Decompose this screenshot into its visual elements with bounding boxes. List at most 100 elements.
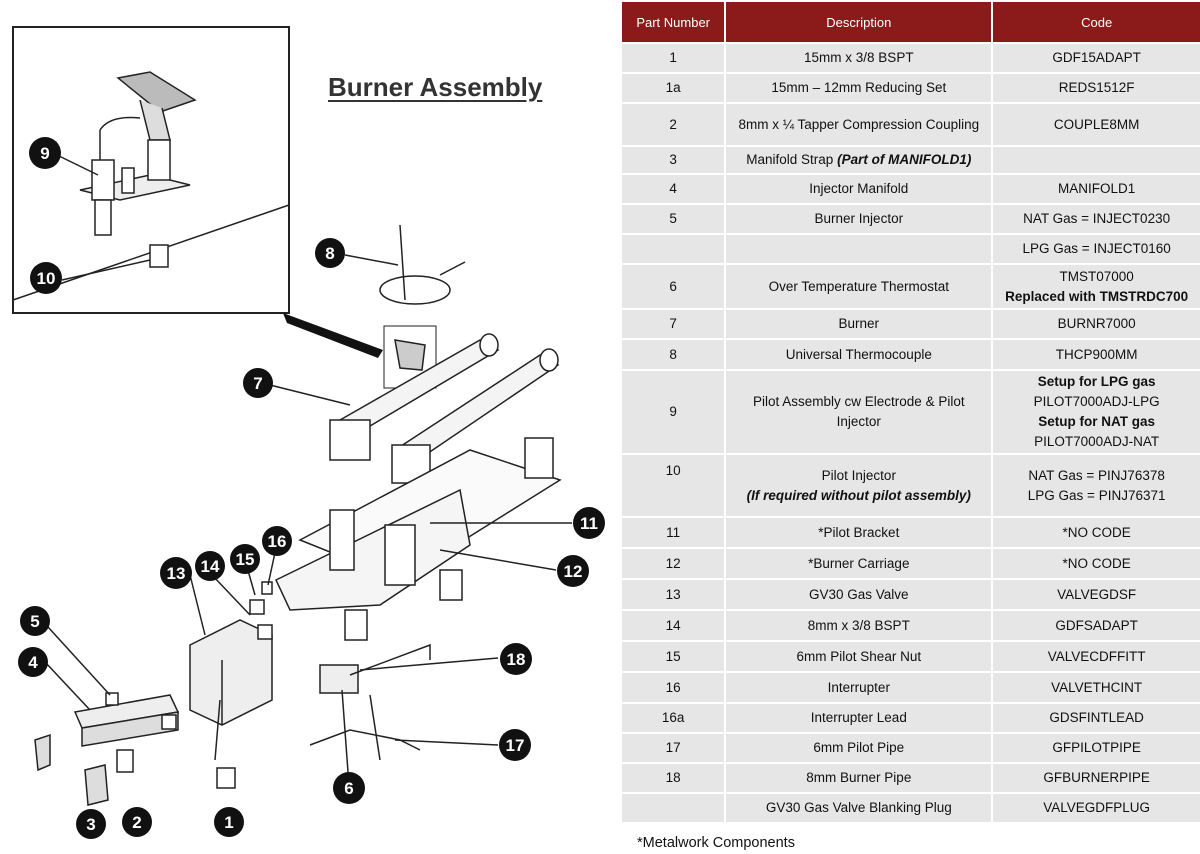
svg-text:1: 1 bbox=[224, 813, 233, 832]
table-header-row: Part Number Description Code bbox=[622, 2, 1200, 42]
cell-code: COUPLE8MM bbox=[993, 104, 1200, 145]
cell-part: 3 bbox=[622, 147, 725, 173]
cell-code: GDSFINTLEAD bbox=[993, 704, 1200, 732]
cell-desc: Universal Thermocouple bbox=[726, 340, 992, 369]
cell-code: GFPILOTPIPE bbox=[993, 734, 1200, 762]
cell-part: 11 bbox=[622, 518, 725, 547]
cell-desc: 6mm Pilot Shear Nut bbox=[726, 642, 992, 671]
parts-table: Part Number Description Code 1 15mm x 3/… bbox=[620, 0, 1200, 824]
table-row: 3 Manifold Strap (Part of MANIFOLD1) bbox=[622, 147, 1200, 173]
cell-part: 5 bbox=[622, 205, 725, 233]
code-text: TMST07000 bbox=[1059, 268, 1134, 284]
cell-part: 14 bbox=[622, 611, 725, 640]
table-row: 7 Burner BURNR7000 bbox=[622, 310, 1200, 338]
cell-desc: Burner Injector bbox=[726, 205, 992, 233]
cell-desc: 6mm Pilot Pipe bbox=[726, 734, 992, 762]
code-line: LPG Gas = PINJ76371 bbox=[1027, 487, 1166, 503]
callout-5: 5 bbox=[20, 606, 50, 636]
svg-text:13: 13 bbox=[167, 564, 186, 583]
cell-part: 12 bbox=[622, 549, 725, 578]
svg-text:17: 17 bbox=[506, 736, 525, 755]
cell-part: 15 bbox=[622, 642, 725, 671]
cell-code: MANIFOLD1 bbox=[993, 175, 1200, 203]
cell-desc: 8mm x ¼ Tapper Compression Coupling bbox=[726, 104, 992, 145]
cell-part: 18 bbox=[622, 764, 725, 792]
table-row: 5 Burner Injector NAT Gas = INJECT0230 bbox=[622, 205, 1200, 233]
table-row: 17 6mm Pilot Pipe GFPILOTPIPE bbox=[622, 734, 1200, 762]
table-row: 1a 15mm – 12mm Reducing Set REDS1512F bbox=[622, 74, 1200, 102]
cell-code: THCP900MM bbox=[993, 340, 1200, 369]
cell-code bbox=[993, 147, 1200, 173]
cell-part: 1 bbox=[622, 44, 725, 72]
cell-desc: *Burner Carriage bbox=[726, 549, 992, 578]
svg-text:16: 16 bbox=[268, 532, 287, 551]
cell-code: NAT Gas = INJECT0230 bbox=[993, 205, 1200, 233]
svg-text:10: 10 bbox=[37, 269, 56, 288]
cell-part: 9 bbox=[622, 371, 725, 453]
svg-text:8: 8 bbox=[325, 244, 334, 263]
cell-code: VALVECDFFITT bbox=[993, 642, 1200, 671]
cell-part bbox=[622, 235, 725, 263]
svg-text:2: 2 bbox=[132, 813, 141, 832]
callout-10: 10 bbox=[30, 262, 62, 294]
desc-note: (If required without pilot assembly) bbox=[746, 487, 971, 503]
callout-4: 4 bbox=[18, 647, 48, 677]
callout-12: 12 bbox=[557, 555, 589, 587]
svg-text:15: 15 bbox=[236, 550, 255, 569]
cell-desc: *Pilot Bracket bbox=[726, 518, 992, 547]
cell-desc: Pilot Injector(If required without pilot… bbox=[726, 455, 992, 516]
desc-note: (Part of MANIFOLD1) bbox=[837, 152, 972, 167]
svg-text:5: 5 bbox=[30, 612, 39, 631]
cell-desc: Burner bbox=[726, 310, 992, 338]
cell-desc: Injector Manifold bbox=[726, 175, 992, 203]
code-note: Replaced with TMSTRDC700 bbox=[1005, 288, 1189, 304]
table-row: 16a Interrupter Lead GDSFINTLEAD bbox=[622, 704, 1200, 732]
cell-part: 16 bbox=[622, 673, 725, 702]
cell-desc: Interrupter Lead bbox=[726, 704, 992, 732]
callout-17: 17 bbox=[499, 729, 531, 761]
callout-1: 1 bbox=[214, 807, 244, 837]
cell-code: Setup for LPG gas PILOT7000ADJ-LPG Setup… bbox=[993, 371, 1200, 453]
table-row: 15 6mm Pilot Shear Nut VALVECDFFITT bbox=[622, 642, 1200, 671]
callout-11: 11 bbox=[573, 507, 605, 539]
cell-desc: Interrupter bbox=[726, 673, 992, 702]
cell-code: VALVETHCINT bbox=[993, 673, 1200, 702]
table-row: LPG Gas = INJECT0160 bbox=[622, 235, 1200, 263]
table-row: 14 8mm x 3/8 BSPT GDFSADAPT bbox=[622, 611, 1200, 640]
cell-desc: 8mm x 3/8 BSPT bbox=[726, 611, 992, 640]
cell-desc: GV30 Gas Valve bbox=[726, 580, 992, 609]
table-row: 18 8mm Burner Pipe GFBURNERPIPE bbox=[622, 764, 1200, 792]
header-code: Code bbox=[993, 2, 1200, 42]
code-line: Setup for LPG gas bbox=[1037, 374, 1156, 389]
cell-part: 1a bbox=[622, 74, 725, 102]
header-description: Description bbox=[726, 2, 992, 42]
cell-code: BURNR7000 bbox=[993, 310, 1200, 338]
callout-18: 18 bbox=[500, 643, 532, 675]
cell-part: 4 bbox=[622, 175, 725, 203]
header-part-number: Part Number bbox=[622, 2, 725, 42]
callout-13: 13 bbox=[160, 557, 192, 589]
diagram-title: Burner Assembly bbox=[328, 72, 543, 102]
table-row: 8 Universal Thermocouple THCP900MM bbox=[622, 340, 1200, 369]
cell-desc bbox=[726, 235, 992, 263]
cell-part: 16a bbox=[622, 704, 725, 732]
callout-15: 15 bbox=[230, 544, 260, 574]
svg-text:9: 9 bbox=[40, 144, 49, 163]
svg-text:3: 3 bbox=[86, 815, 95, 834]
burner-assembly-diagram: 9 10 8 7 11 12 13 14 15 16 18 17 6 5 4 3… bbox=[12, 26, 605, 839]
cell-desc: Manifold Strap (Part of MANIFOLD1) bbox=[726, 147, 992, 173]
table-row: 10 Pilot Injector(If required without pi… bbox=[622, 455, 1200, 516]
table-row: 12 *Burner Carriage *NO CODE bbox=[622, 549, 1200, 578]
cell-part: 8 bbox=[622, 340, 725, 369]
table-row: 4 Injector Manifold MANIFOLD1 bbox=[622, 175, 1200, 203]
pilot-inset-box bbox=[12, 26, 290, 314]
cell-code: REDS1512F bbox=[993, 74, 1200, 102]
cell-part: 13 bbox=[622, 580, 725, 609]
cell-part: 7 bbox=[622, 310, 725, 338]
svg-text:7: 7 bbox=[253, 374, 262, 393]
svg-text:14: 14 bbox=[201, 557, 220, 576]
cell-desc: GV30 Gas Valve Blanking Plug bbox=[726, 794, 992, 822]
cell-part: 10 bbox=[622, 455, 725, 516]
